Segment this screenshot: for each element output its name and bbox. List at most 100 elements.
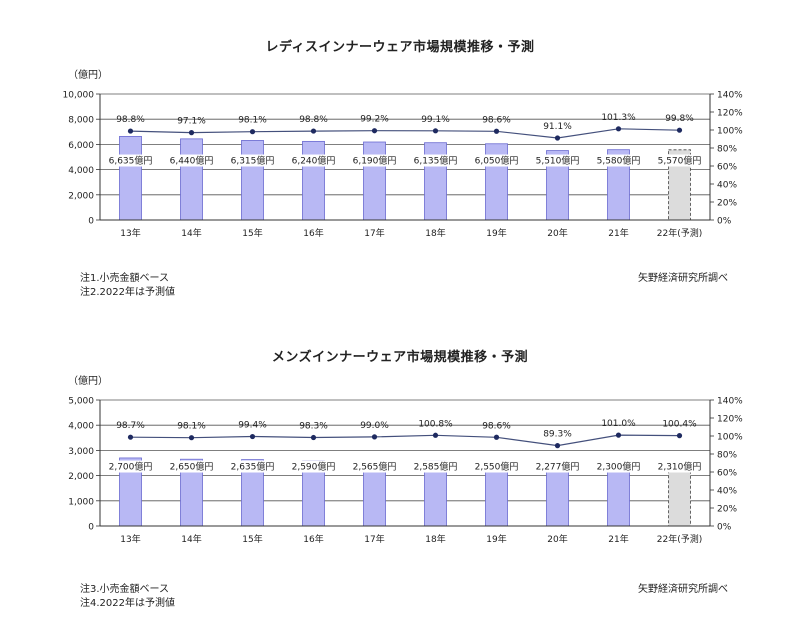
bar-label-bg [592, 460, 645, 473]
ratio-point-4 [371, 434, 378, 440]
y-tick-label: 0 [88, 523, 94, 533]
bar-label-bg [287, 460, 340, 473]
bar-0 [119, 135, 142, 221]
note-1: 注1.小売金額ベース [80, 273, 170, 284]
source-mens: 矢野経済研究所調べ [638, 584, 728, 595]
ratio-point-5 [432, 128, 439, 134]
ratio-line [130, 434, 680, 447]
ratio-point-4 [371, 128, 378, 134]
y-tick-label: 6,000 [68, 141, 94, 151]
ratio-point-0 [127, 128, 134, 134]
y-right-tick-label: 0% [717, 523, 732, 533]
bar-3 [302, 140, 325, 221]
x-tick-label: 14年 [181, 533, 201, 545]
x-tick-label: 14年 [181, 227, 201, 239]
bar-value-label: 2,700億円 [109, 461, 153, 473]
y-tick-label: 5,000 [68, 397, 94, 407]
ratio-label: 99.8% [665, 114, 694, 124]
y-tick-label: 0 [88, 217, 94, 227]
bar-9 [668, 467, 691, 527]
bar-value-label: 2,300億円 [597, 461, 641, 473]
y-right-tick-label: 80% [717, 145, 737, 155]
ratio-label: 99.4% [238, 421, 267, 431]
bar-label-bg [653, 460, 706, 473]
note-3: 注3.小売金額ベース [80, 584, 170, 595]
ratio-label: 101.3% [601, 113, 636, 123]
bar-value-label: 2,650億円 [170, 461, 214, 473]
bar-value-label: 2,635億円 [231, 461, 275, 473]
ratio-label: 98.1% [177, 422, 206, 432]
y-tick-label: 2,000 [68, 191, 94, 201]
bar-value-label: 5,510億円 [536, 155, 580, 167]
bar-value-label: 6,440億円 [170, 155, 214, 167]
bar-label-bg [409, 154, 462, 167]
y-right-tick-label: 0% [717, 217, 732, 227]
notes-ladies: 注1.小売金額ベース 注2.2022年は予測値 [80, 272, 175, 300]
x-tick-label: 13年 [120, 533, 140, 545]
source-ladies: 矢野経済研究所調べ [638, 273, 728, 284]
bar-1 [180, 138, 203, 221]
bar-label-bg [409, 460, 462, 473]
ratio-label: 91.1% [543, 122, 572, 132]
ratio-point-9 [676, 433, 683, 439]
ratio-point-3 [310, 434, 317, 441]
bar-label-bg [226, 154, 279, 167]
bar-label-bg [165, 460, 218, 473]
y-right-tick-label: 120% [717, 109, 743, 119]
x-tick-label: 21年 [608, 533, 628, 545]
bar-value-label: 2,590億円 [292, 461, 336, 473]
x-tick-label: 15年 [242, 533, 262, 545]
bar-label-bg [104, 154, 157, 167]
ratio-point-7 [554, 135, 561, 141]
bar-label-bg [531, 460, 584, 473]
x-tick-label: 20年 [547, 227, 567, 239]
x-tick-label: 16年 [303, 533, 323, 545]
x-tick-label: 17年 [364, 533, 384, 545]
ratio-point-1 [188, 130, 195, 136]
bar-7 [546, 468, 569, 527]
ratio-label: 98.6% [482, 421, 511, 431]
y-right-tick-label: 100% [717, 433, 743, 443]
y-axis-unit-label: （億円） [68, 68, 108, 81]
y-right-tick-label: 20% [717, 505, 737, 515]
ratio-label: 99.1% [421, 115, 450, 125]
y-right-tick-label: 140% [717, 91, 743, 101]
chart-ladies: （億円）02,0004,0006,0008,00010,0000%20%40%6… [63, 68, 744, 239]
bar-label-bg [287, 154, 340, 167]
bar-label-bg [470, 460, 523, 473]
x-tick-label: 18年 [425, 227, 445, 239]
ratio-label: 98.8% [299, 115, 328, 125]
bar-value-label: 6,635億円 [109, 155, 153, 167]
bar-value-label: 6,315億円 [231, 155, 275, 167]
x-tick-label: 18年 [425, 533, 445, 545]
ratio-point-5 [432, 432, 439, 438]
ratio-label: 98.3% [299, 422, 328, 432]
note-4: 注4.2022年は予測値 [80, 598, 175, 609]
bar-value-label: 2,585億円 [414, 461, 458, 473]
x-tick-label: 19年 [486, 533, 506, 545]
ratio-point-6 [493, 128, 500, 134]
bar-label-bg [348, 460, 401, 473]
y-right-tick-label: 40% [717, 181, 737, 191]
bar-8 [607, 467, 630, 527]
x-tick-label: 17年 [364, 227, 384, 239]
bar-5 [424, 142, 447, 221]
bar-label-bg [226, 460, 279, 473]
bar-value-label: 6,240億円 [292, 155, 336, 167]
ratio-label: 98.7% [116, 421, 145, 431]
ratio-point-8 [615, 432, 622, 438]
bar-label-bg [348, 154, 401, 167]
y-right-tick-label: 60% [717, 163, 737, 173]
ratio-label: 98.6% [482, 115, 511, 125]
ratio-point-3 [310, 128, 317, 134]
ratio-label: 100.4% [662, 420, 697, 430]
ratio-label: 89.3% [543, 430, 572, 440]
notes-mens: 注3.小売金額ベース 注4.2022年は予測値 [80, 583, 175, 611]
ratio-label: 99.0% [360, 421, 389, 431]
bar-value-label: 6,190億円 [353, 155, 397, 167]
y-right-tick-label: 20% [717, 199, 737, 209]
note-2: 注2.2022年は予測値 [80, 287, 175, 298]
x-tick-label: 15年 [242, 227, 262, 239]
bar-value-label: 2,310億円 [658, 461, 702, 473]
bar-label-bg [653, 154, 706, 167]
